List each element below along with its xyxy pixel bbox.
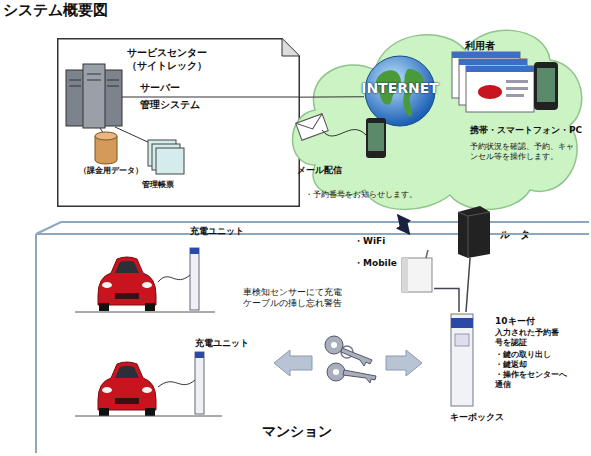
server-label: サーバー [140, 82, 220, 95]
box-fold [282, 39, 299, 56]
charge-cable [158, 275, 190, 282]
charger-pole [190, 248, 204, 414]
mansion-outline [36, 222, 589, 453]
charging-unit: 充電ユニット [185, 224, 250, 314]
key-arrow [386, 350, 422, 376]
report-label: 管理帳票 [142, 180, 202, 190]
floor-line [75, 416, 222, 417]
unit-label: 充電ユニット [190, 226, 252, 237]
key-box: キーボックス 10キー付入力された予約番号を認証・鍵の取り出し・鍵返却・操作をセン… [445, 312, 585, 427]
charge-cable [158, 380, 195, 387]
cloud-outline [285, 15, 590, 215]
keybox-icon [451, 314, 473, 406]
data-label: （課金用データ） [79, 166, 169, 176]
wifi-mobile-unit: ・WiFi ・Mobile [352, 234, 434, 298]
globe-label: INTERNET [349, 80, 451, 98]
router-node: ルーター [452, 203, 547, 258]
service-center-box: サービスセンター （サイトレック） サーバー管理システム （課金用データ） 管理帳票 [57, 38, 300, 207]
box-note: ・鍵の取り出し [495, 350, 575, 360]
router-icon [458, 206, 490, 258]
wifi-device [402, 250, 432, 292]
key-arrow [274, 350, 312, 376]
box-border [58, 39, 300, 207]
center-name: サービスセンター （サイトレック） [127, 47, 219, 72]
connector [434, 288, 459, 312]
internet-globe: INTERNET [364, 55, 436, 127]
note-text: ・予約番号をお知らせします。 [305, 190, 465, 200]
router-label: ルーター [500, 229, 550, 242]
comm-label: ・WiFi [354, 236, 404, 247]
user-label: 利用者 [465, 40, 525, 53]
car-icon [98, 257, 156, 311]
mansion-area: マンション充電ユニット充電ユニット・WiFi・Mobileキーボックス10キー付… [35, 220, 590, 454]
box-heading: 10キー付 [495, 316, 575, 327]
connector [398, 215, 410, 234]
cloud-shape [293, 30, 582, 209]
box-label: キーボックス [450, 412, 520, 423]
unit-label: 充電ユニット [195, 338, 257, 349]
key-icon [325, 336, 376, 383]
internet-cloud: 利用者携帯・スマートフォン・PC 予約状況を確認、予約、キャンセル等を操作します。… [285, 15, 590, 215]
charging-unit: 充電ユニット [190, 334, 255, 414]
car-icon [98, 362, 156, 416]
mansion-label: マンション [262, 423, 352, 441]
user-note: 予約状況を確認、予約、キャンセル等を操作します。 [470, 142, 576, 162]
system-label: 管理システム [140, 99, 230, 112]
box-note: 入力された予約番号を認証 [495, 328, 565, 348]
diagram-title: システム概要図 [3, 1, 203, 20]
comm-label: ・Mobile [354, 258, 404, 269]
box-note: ・操作をセンターへ通信 [495, 370, 569, 390]
floor-line [75, 312, 215, 313]
box-note: ・鍵返却 [495, 360, 575, 370]
sensor-note: 車検知センサーにて充電ケーブルの挿し忘れ警告 [243, 287, 348, 310]
mail-label: メール配信 [297, 165, 367, 176]
device-label: 携帯・スマートフォン・PC [470, 125, 590, 136]
connector [466, 258, 470, 312]
